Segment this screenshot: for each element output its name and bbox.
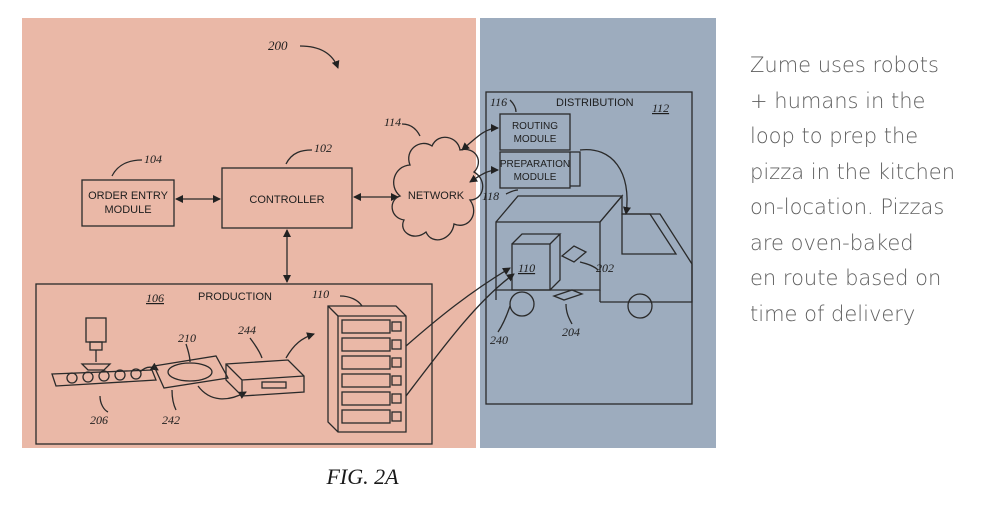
side-line-4: pizza in the kitchen [750,159,956,184]
truck-oven [511,243,551,291]
side-line-3: loop to prep the [750,124,919,148]
part-244-ref: 204 [562,325,580,339]
part-210-ref: 244 [238,323,256,337]
distribution-box [485,91,693,405]
production-ref: 106 [146,291,164,305]
oven-rack [327,305,407,433]
network-label: NETWORK [408,190,465,202]
controller-label: CONTROLLER [249,194,324,206]
side-description: Zume uses robots + humans in the loop to… [750,48,986,332]
side-line-1: Zume uses robots [750,53,939,77]
conveyor [51,369,157,387]
part-204-ref: 210 [178,331,196,345]
order-entry-label-1: ORDER ENTRY [88,190,169,202]
preparation-module-box [499,151,571,189]
controller-box [221,167,353,229]
side-line-5: on-location. Pizzas [750,195,945,219]
preparation-label-1: PREPARATION [500,159,570,170]
figure-caption: FIG. 2A [326,464,399,489]
routing-label-2: MODULE [514,134,557,145]
prep-station [225,359,305,397]
patent-figure: 200 104 ORDER ENTRY MODULE 102 CONTROLLE… [22,18,716,489]
distribution-label: DISTRIBUTION [556,97,634,109]
prep-robot [80,317,112,371]
order-entry-label-2: MODULE [104,204,151,216]
distribution-side-panel [480,18,716,448]
side-line-2: + humans in the [750,88,926,113]
figure-number: 200 [268,38,288,53]
controller-ref: 102 [314,141,332,155]
side-line-6: are oven-baked [750,230,914,255]
oven-rack-ref: 110 [312,287,329,301]
patent-diagram: 200 104 ORDER ENTRY MODULE 102 CONTROLLE… [22,18,716,448]
part-242-ref: 202 [596,261,614,275]
part-206-ref: 242 [162,413,180,427]
distribution-ref: 116 [490,95,507,109]
truck-ref: 240 [490,333,508,347]
order-entry-ref: 104 [144,152,162,166]
part-202-ref: 206 [90,413,108,427]
truck-oven-ref: 110 [518,261,535,275]
delivery-truck [495,194,693,319]
routing-module-box [499,113,571,151]
preparation-ref: 118 [482,189,499,203]
production-box [35,283,433,445]
pizza-tray [153,355,230,389]
production-label: PRODUCTION [198,291,272,303]
routing-label-1: ROUTING [512,121,558,132]
side-line-7: en route based on [750,266,942,290]
order-entry-module-box [81,179,175,227]
preparation-label-2: MODULE [514,172,557,183]
network-ref: 114 [384,115,401,129]
side-line-8: time of delivery [750,301,916,326]
distribution-ref-2: 112 [652,101,669,115]
network-cloud [391,136,484,241]
